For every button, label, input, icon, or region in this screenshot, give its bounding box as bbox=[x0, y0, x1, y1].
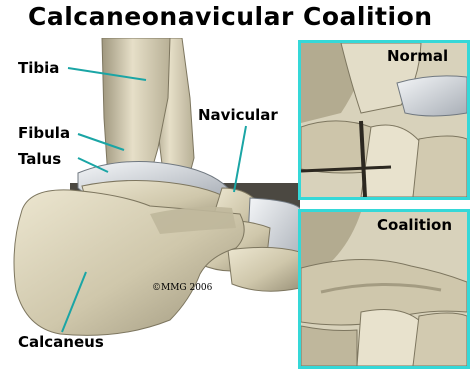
ankle-illustration bbox=[0, 38, 300, 370]
talus-label: Talus bbox=[18, 150, 61, 168]
tibia-label: Tibia bbox=[18, 59, 59, 77]
coalition-panel: Coalition bbox=[298, 209, 470, 369]
fibula-label: Fibula bbox=[18, 124, 70, 142]
coalition-panel-label: Coalition bbox=[377, 216, 452, 234]
copyright-notice: ©MMG 2006 bbox=[152, 283, 212, 293]
navicular-label: Navicular bbox=[198, 106, 278, 124]
normal-panel-label: Normal bbox=[387, 47, 448, 65]
navicular-leader-line bbox=[234, 126, 246, 192]
normal-joint-illustration bbox=[301, 43, 467, 197]
diagram-title: Calcaneonavicular Coalition bbox=[28, 2, 433, 31]
normal-panel: Normal bbox=[298, 40, 470, 200]
calcaneus-label: Calcaneus bbox=[18, 333, 104, 351]
coalition-joint-illustration bbox=[301, 212, 467, 366]
